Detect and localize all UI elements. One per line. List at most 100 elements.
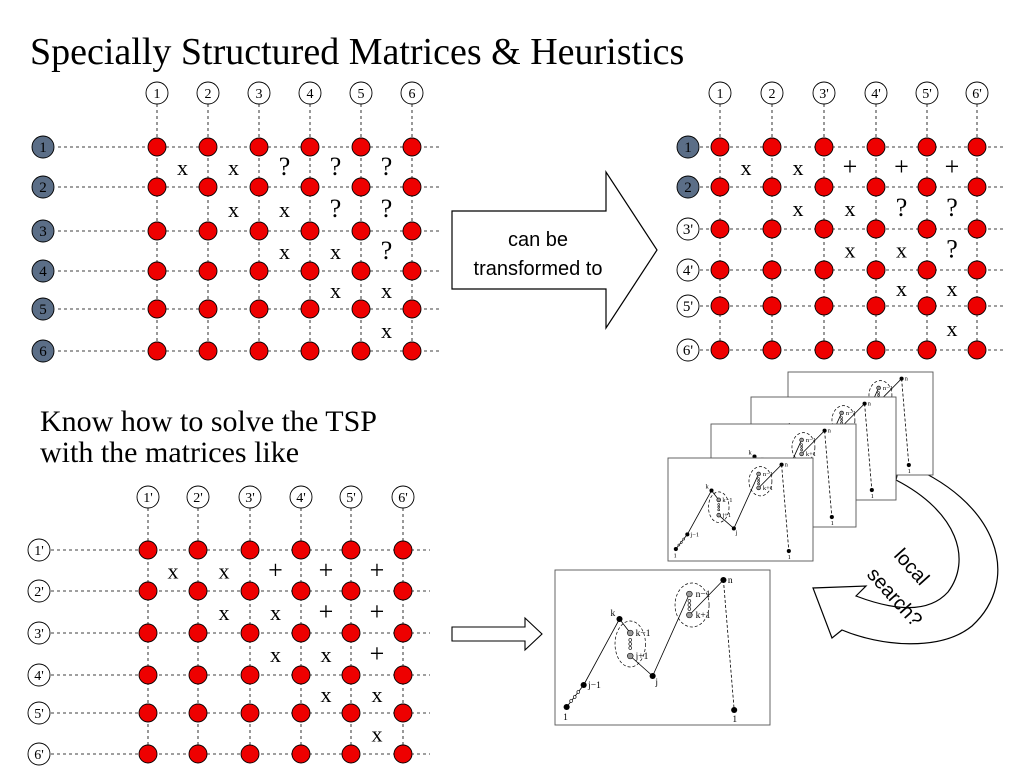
segment-ellipse <box>748 466 773 497</box>
grid-node <box>147 299 167 319</box>
tour-label: n <box>728 576 733 586</box>
grid-node <box>147 341 167 361</box>
cell-mark: x <box>381 318 392 343</box>
cell-mark: x <box>741 155 752 180</box>
tour-node <box>822 428 827 433</box>
tour-node <box>580 681 587 689</box>
col-label: 4 <box>307 87 314 102</box>
grid-node <box>710 177 730 197</box>
row-label: 4' <box>34 669 44 684</box>
subtitle: Know how to solve the TSP with the matri… <box>40 406 377 468</box>
tour-figure-frame <box>554 569 771 726</box>
subtitle-line-2: with the matrices like <box>40 436 300 469</box>
grid-node <box>188 540 208 560</box>
grid-node <box>188 744 208 764</box>
segment-ellipse <box>674 582 710 628</box>
grid-node <box>866 340 886 360</box>
cell-mark: x <box>279 197 290 222</box>
cell-mark: + <box>843 152 858 181</box>
row-label-badge <box>31 219 55 243</box>
tour-figures: 1j−1kk−1j+1jn−1k+1n11j−1kk−1j+1jn−1k+1n1… <box>554 371 934 726</box>
cell-mark: ? <box>946 193 958 222</box>
grid-node <box>917 296 937 316</box>
tour-edge-dotted <box>824 430 833 518</box>
grid-node <box>814 296 834 316</box>
tour-minor-node <box>717 505 721 509</box>
col-label: 1 <box>717 87 724 102</box>
tour-minor-node <box>677 543 681 547</box>
row-label: 3 <box>39 224 47 240</box>
grid-node <box>240 623 260 643</box>
tour-label: n−1 <box>883 385 893 392</box>
tour-edge <box>758 464 782 489</box>
cell-mark: x <box>219 600 230 625</box>
tour-label: j+1 <box>721 512 731 519</box>
col-label: 5' <box>346 491 356 506</box>
tour-label: n−1 <box>763 471 773 478</box>
tour-node-grey <box>799 437 804 443</box>
grid-node <box>402 341 422 361</box>
slide-title: Specially Structured Matrices & Heuristi… <box>30 31 685 73</box>
row-label: 2 <box>684 180 692 196</box>
cell-mark: x <box>177 155 188 180</box>
tour-label: k <box>748 450 752 457</box>
grid-node <box>967 260 987 280</box>
grid-node <box>147 221 167 241</box>
cell-mark: x <box>845 196 856 221</box>
grid-node <box>188 623 208 643</box>
tour-minor-node <box>877 393 880 397</box>
grid-node <box>188 581 208 601</box>
grid-node <box>138 744 158 764</box>
col-label: 2' <box>193 491 203 506</box>
col-label: 1' <box>143 491 153 506</box>
grid-node <box>967 177 987 197</box>
grid-node <box>967 137 987 157</box>
grid-node <box>341 665 361 685</box>
grid-node <box>402 261 422 281</box>
tour-node <box>563 703 570 711</box>
tour-node-grey <box>716 497 721 503</box>
tour-minor-node <box>757 477 760 480</box>
grid-node <box>917 340 937 360</box>
grid-node <box>138 703 158 723</box>
tour-edge <box>801 430 825 455</box>
tour-label: j <box>654 678 658 688</box>
col-label: 6 <box>409 87 416 102</box>
row-label: 3' <box>34 627 44 642</box>
grid-node <box>300 341 320 361</box>
grid-node <box>710 340 730 360</box>
tour-minor-node <box>757 479 760 483</box>
grid-node <box>300 299 320 319</box>
grid-node <box>393 540 413 560</box>
tour-node-grey <box>686 611 693 619</box>
tour-label: n−1 <box>846 410 856 417</box>
cell-mark: x <box>168 559 179 584</box>
row-label: 5' <box>34 707 44 722</box>
grid-node <box>341 703 361 723</box>
row-label: 1 <box>39 140 47 156</box>
tour-node-grey <box>756 485 761 491</box>
tour-node <box>649 672 656 680</box>
cell-mark: + <box>319 556 334 585</box>
grid-node <box>249 177 269 197</box>
grid-node <box>762 219 782 239</box>
row-label: 4 <box>39 264 47 280</box>
tour-node <box>709 488 714 493</box>
tour-edge <box>718 514 735 529</box>
col-label-circle <box>760 81 784 105</box>
cell-mark: x <box>270 642 281 667</box>
transform-arrow-label-line-2: transformed to <box>474 258 603 280</box>
cell-mark: x <box>845 238 856 263</box>
tour-minor-node <box>680 541 683 544</box>
grid-node <box>393 623 413 643</box>
subtitle-line-1: Know how to solve the TSP <box>40 405 377 438</box>
grid-node <box>917 260 937 280</box>
cell-mark: x <box>330 278 341 303</box>
grid-node <box>138 623 158 643</box>
grid-node <box>762 296 782 316</box>
col-label: 4' <box>296 491 306 506</box>
